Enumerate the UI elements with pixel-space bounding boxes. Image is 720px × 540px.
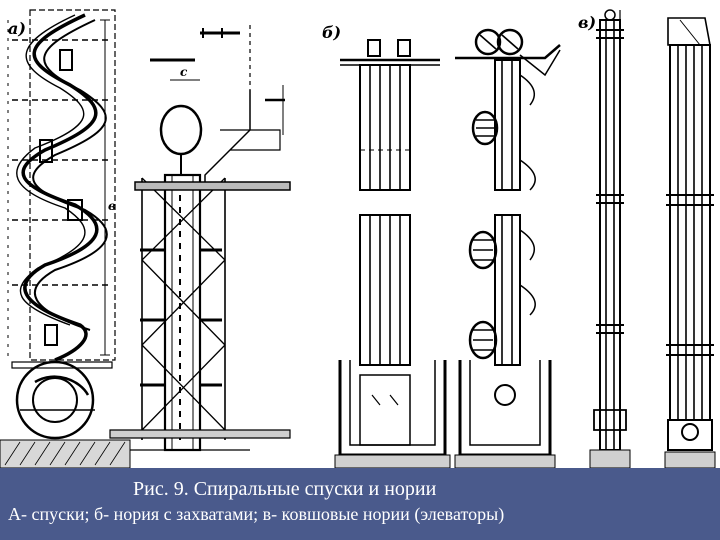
figure-caption-title: Рис. 9. Спиральные спуски и нории [133,478,437,500]
bucket-elevator-narrow [589,9,631,468]
panel-label-b: б) [322,23,341,42]
grab-elevator-left [334,39,451,468]
dimension-label-c: c [180,65,188,79]
panel-label-a: а) [8,19,26,38]
spiral-chute-left [0,9,131,468]
bucket-elevator-wide [664,17,716,468]
spiral-tower [109,25,291,452]
grab-elevator-right [454,28,561,468]
dimension-label-b: в [108,199,116,213]
technical-drawing: а) б) в) c в [0,9,716,468]
panel-label-c: в) [578,13,596,32]
caption-bar: Рис. 9. Спиральные спуски и нории А- спу… [0,468,720,540]
figure-caption-subtitle: А- спуски; б- нория с захватами; в- ковш… [8,504,505,524]
